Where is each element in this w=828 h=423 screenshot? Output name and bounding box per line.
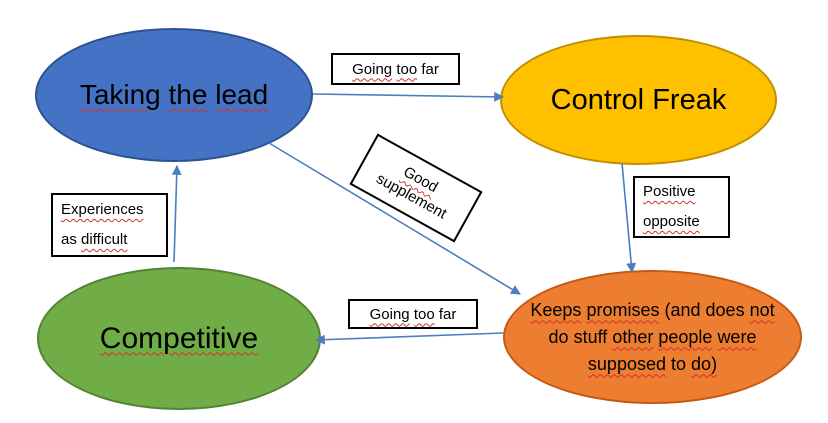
word: Competitive bbox=[99, 321, 259, 355]
node-control-freak-label: Control Freak bbox=[551, 83, 727, 118]
word: supposed bbox=[587, 353, 666, 374]
node-keeps-promises[interactable]: Keeps promises (and does not do stuff ot… bbox=[503, 270, 802, 404]
word: were bbox=[717, 326, 757, 347]
word: too bbox=[413, 305, 435, 323]
word: does bbox=[705, 299, 745, 320]
edge-label-going-too-far-bottom[interactable]: Going too far bbox=[348, 299, 478, 329]
node-taking-the-lead-label: Taking the lead bbox=[80, 78, 268, 112]
edge-label-positive-opposite-line2: opposite bbox=[643, 207, 700, 237]
word: do) bbox=[691, 353, 718, 374]
word: do bbox=[548, 326, 569, 347]
word: Control bbox=[550, 83, 645, 116]
word: to bbox=[671, 353, 687, 374]
word: Going bbox=[369, 305, 410, 323]
edge-label-going-too-far-bottom-text: Going too far bbox=[370, 306, 457, 323]
node-keeps-promises-line2: do stuff other people were bbox=[549, 324, 757, 351]
node-keeps-promises-line1: Keeps promises (and does not bbox=[530, 297, 774, 324]
edge-label-going-too-far-top[interactable]: Going too far bbox=[331, 53, 460, 85]
word: Taking bbox=[79, 79, 161, 111]
word: too bbox=[396, 60, 418, 78]
word: promises bbox=[586, 299, 660, 320]
word: as bbox=[61, 231, 77, 248]
arrow-keeps-to-competitive[interactable] bbox=[314, 332, 504, 345]
arrow-taking-to-keeps[interactable] bbox=[268, 142, 521, 295]
word: Keeps bbox=[530, 299, 582, 320]
node-keeps-promises-line3: supposed to do) bbox=[588, 351, 717, 378]
word: far bbox=[438, 305, 457, 323]
node-competitive[interactable]: Competitive bbox=[37, 267, 321, 410]
word: other bbox=[612, 326, 654, 347]
word: stuff bbox=[573, 326, 608, 347]
arrow-control-to-keeps[interactable] bbox=[621, 162, 637, 274]
arrow-taking-to-control[interactable] bbox=[312, 91, 505, 102]
word: Experiences bbox=[61, 201, 144, 218]
word: people bbox=[658, 326, 713, 347]
word: not bbox=[749, 299, 775, 320]
edge-label-going-too-far-top-text: Going too far bbox=[352, 61, 439, 78]
edge-label-experiences-line1: Experiences bbox=[61, 195, 144, 225]
node-taking-the-lead[interactable]: Taking the lead bbox=[35, 28, 313, 162]
arrow-competitive-to-taking[interactable] bbox=[171, 164, 182, 263]
word: the bbox=[168, 79, 208, 111]
word: difficult bbox=[81, 231, 128, 248]
edge-label-positive-opposite[interactable]: Positive opposite bbox=[633, 176, 730, 238]
word: (and bbox=[664, 299, 701, 320]
word: far bbox=[421, 60, 439, 78]
word: Positive bbox=[643, 183, 696, 200]
word: lead bbox=[215, 79, 269, 111]
edge-label-positive-opposite-line1: Positive bbox=[643, 177, 696, 207]
edge-label-experiences-line2: as difficult bbox=[61, 225, 127, 255]
word: Freak bbox=[652, 83, 727, 116]
word: opposite bbox=[643, 213, 700, 230]
word: Going bbox=[352, 60, 393, 78]
node-competitive-label: Competitive bbox=[100, 321, 258, 357]
edge-label-experiences-as-difficult[interactable]: Experiences as difficult bbox=[51, 193, 168, 257]
